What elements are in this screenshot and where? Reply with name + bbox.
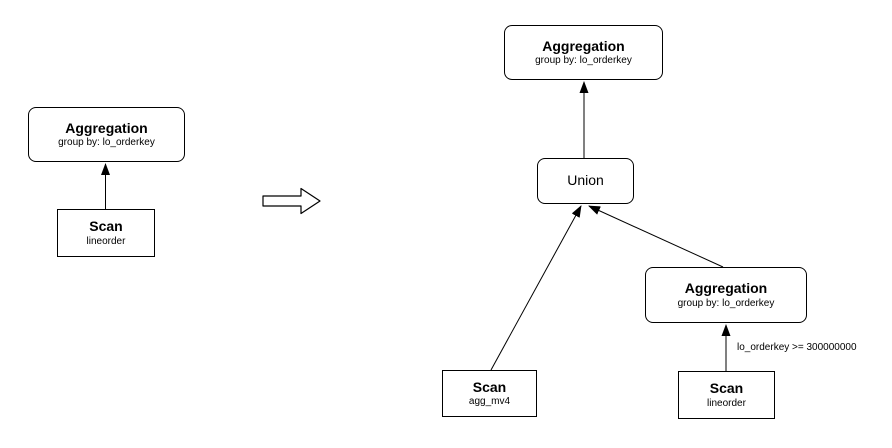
- node-title: Scan: [472, 378, 507, 395]
- node-subtitle: lineorder: [707, 397, 746, 409]
- node-title: Aggregation: [542, 37, 625, 54]
- edge-scan-mv-to-union: [490, 205, 582, 371]
- node-union: Union: [537, 158, 634, 204]
- node-subtitle: group by: lo_orderkey: [58, 137, 155, 148]
- node-right-aggregation-child: Aggregation group by: lo_orderkey: [645, 267, 807, 323]
- node-right-aggregation-root: Aggregation group by: lo_orderkey: [504, 25, 663, 80]
- node-subtitle: group by: lo_orderkey: [677, 297, 775, 309]
- edge-child-aggregation-to-union: [588, 205, 724, 268]
- node-right-scan-lineorder: Scan lineorder: [678, 371, 775, 419]
- node-left-scan: Scan lineorder: [57, 209, 155, 257]
- node-right-scan-mv: Scan agg_mv4: [442, 370, 537, 417]
- node-title: Scan: [89, 218, 123, 234]
- node-subtitle: lineorder: [86, 235, 126, 247]
- node-title: Scan: [709, 380, 744, 396]
- node-title: Union: [567, 172, 604, 189]
- node-subtitle: agg_mv4: [468, 396, 511, 407]
- node-subtitle: group by: lo_orderkey: [535, 55, 632, 66]
- transform-arrow-icon: [262, 187, 321, 215]
- node-title: Aggregation: [684, 280, 768, 296]
- node-title: Aggregation: [65, 119, 148, 136]
- edge-label-filter-condition: lo_orderkey >= 300000000: [737, 342, 857, 353]
- node-left-aggregation: Aggregation group by: lo_orderkey: [28, 107, 185, 162]
